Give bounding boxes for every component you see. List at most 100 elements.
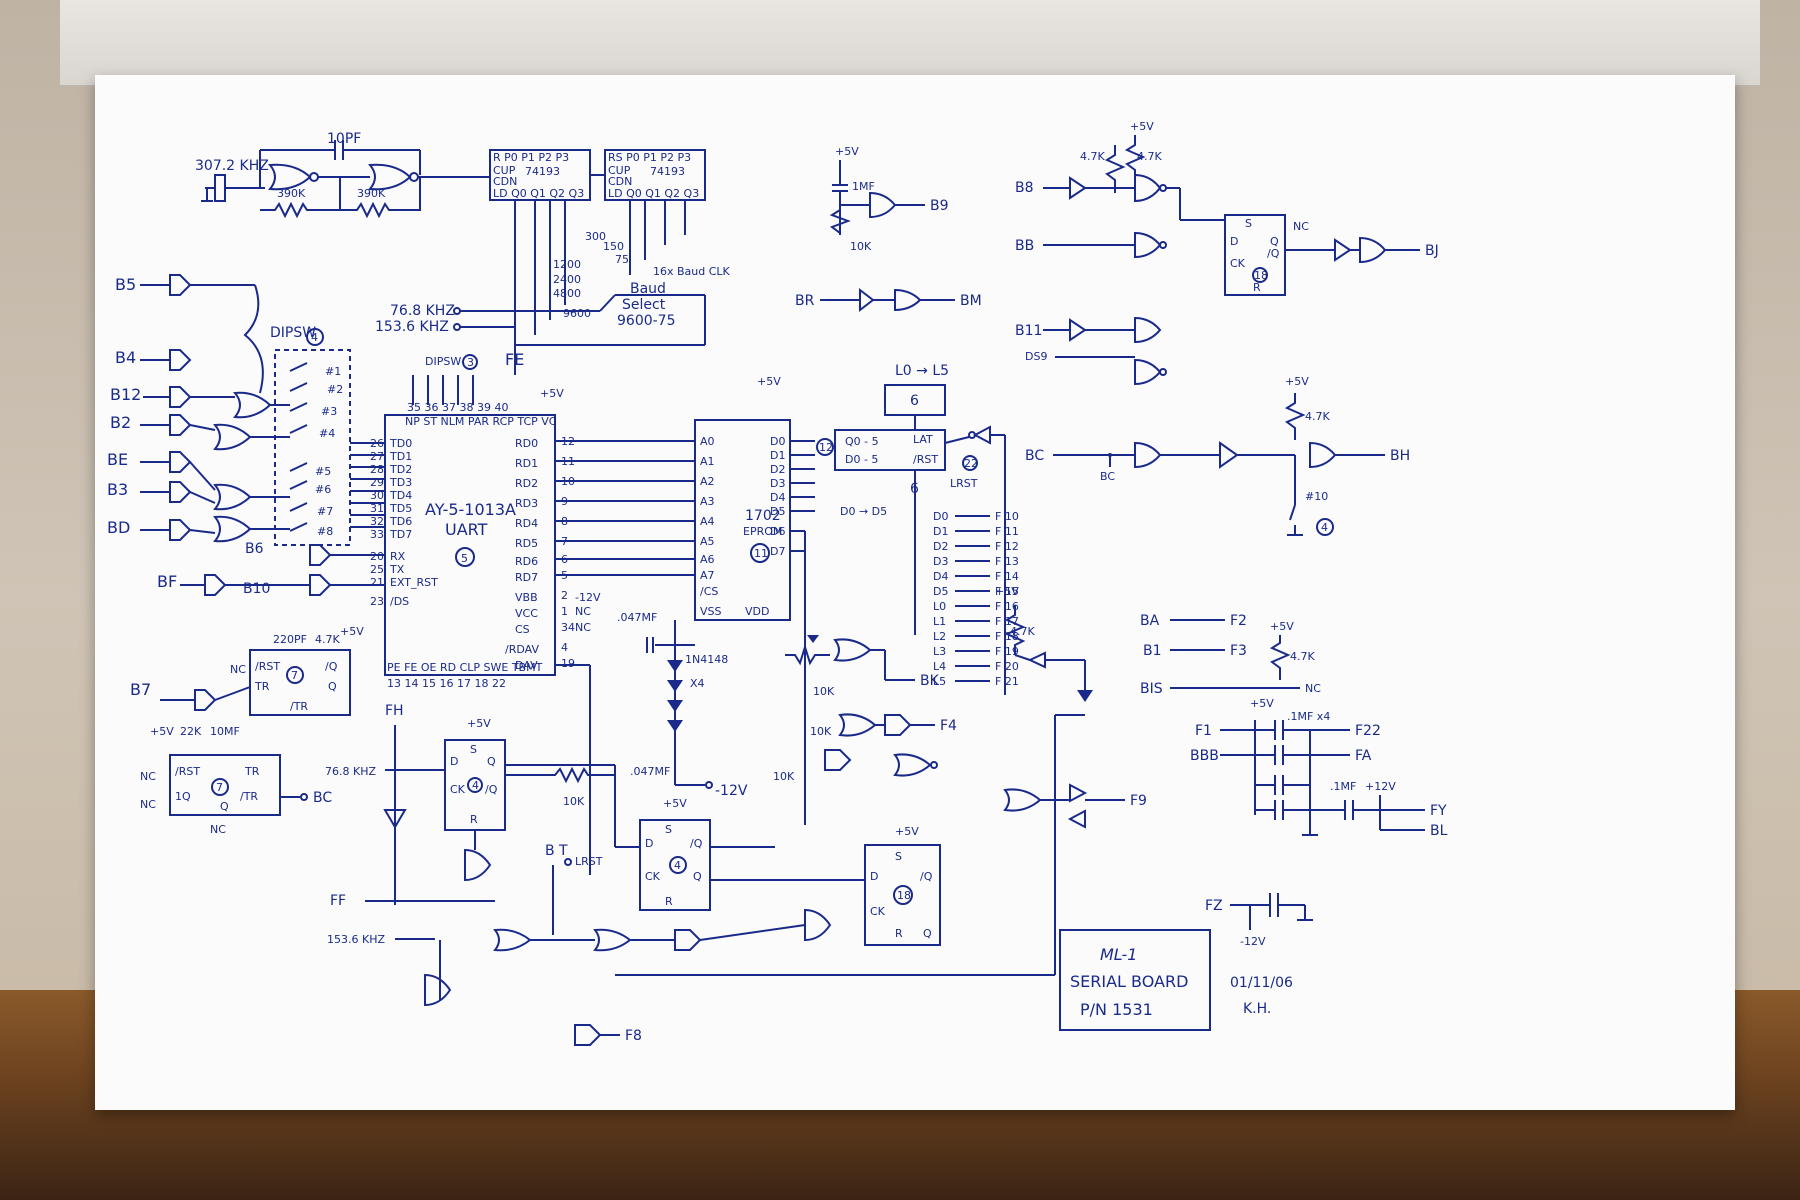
and-bm-icon: [894, 288, 922, 312]
latch-lat: LAT: [913, 433, 933, 446]
mid-r1: 10K: [813, 685, 835, 698]
os2-num: 7: [216, 781, 223, 794]
buffer-bj-icon: [1334, 238, 1352, 262]
resistor-tr2-icon: [1104, 145, 1126, 193]
caps-x4: .1MF x4: [1287, 710, 1330, 723]
diode-f9-icon: [1077, 690, 1093, 702]
br-r: 4.7K: [1290, 650, 1315, 663]
sw-5: #5: [315, 465, 331, 478]
ff3-num: 18: [897, 889, 911, 902]
f22-label: F22: [1355, 723, 1381, 739]
nand-tr2-icon: [1134, 231, 1162, 259]
latch-dbus: D0 → D5: [840, 505, 887, 518]
top-mid-section: +5V 1MF 10K B9 BR BM: [795, 145, 982, 313]
baud-label-1: Baud: [630, 281, 666, 297]
clk-1536: 153.6 KHZ: [327, 933, 385, 946]
sw10-num: 4: [1321, 521, 1328, 534]
tr-r2: 4.7K: [1137, 150, 1162, 163]
resistor-icon: [260, 201, 340, 219]
f21-label: F 21: [995, 675, 1019, 688]
eprom-d6: D6: [770, 525, 785, 538]
title-part: P/N 1531: [1080, 1000, 1153, 1019]
nand-ff-icon: [493, 928, 532, 952]
latch-chip: [834, 429, 946, 471]
eprom-cap-2: .047MF: [630, 765, 670, 778]
ff3-pin-r: R: [895, 927, 903, 940]
resistor-ff-icon: [505, 766, 615, 784]
counter1-type: 74193: [525, 165, 560, 178]
counter2-cup: CUP: [608, 164, 631, 177]
uart-pin-rd7: RD7: [515, 571, 538, 584]
bh-r: 4.7K: [1305, 410, 1330, 423]
eprom-a3: A3: [700, 495, 715, 508]
oneshot-chip-1: [249, 649, 351, 716]
nand-gate-2-icon: [893, 753, 932, 777]
inverter-icon-6: [169, 481, 192, 503]
os1-rst: /RST: [255, 660, 280, 673]
uart-sub: UART: [445, 520, 488, 539]
trff-s: S: [1245, 217, 1252, 230]
nor-gate-b-icon: [213, 423, 252, 451]
inverter-fh-icon: [383, 809, 407, 829]
eprom-a2: A2: [700, 475, 715, 488]
ff1-num: 4: [472, 779, 479, 792]
uart-pin-rd6: RD6: [515, 555, 538, 568]
resistor-mid-icon: [785, 643, 830, 666]
signal-b7: B7: [130, 680, 151, 699]
uart-rnum-19: 19: [561, 657, 575, 670]
os2-nc-2: NC: [140, 798, 156, 811]
trff-q: Q: [1270, 235, 1279, 248]
osc-freq-label: 307.2 KHZ: [195, 158, 269, 174]
output-bus-section: D0 D1 D2 D3 D4 D5 L0 L1 L2 L3 L4 L5: [914, 500, 1019, 688]
os2-q: Q: [220, 800, 229, 813]
link-ba: BA: [1140, 613, 1160, 629]
ff3-pin-q: Q: [923, 927, 932, 940]
eprom-neg: -12V: [715, 783, 748, 799]
uart-section: NP ST NLM PAR RCP TCP VC 35 36 37 38 39 …: [370, 387, 695, 875]
uart-pin-td5: TD5: [389, 502, 412, 515]
ff3-pin-s: S: [895, 850, 902, 863]
os-pwr: +5V: [340, 625, 364, 638]
counter1-top-pins: R P0 P1 P2 P3: [493, 151, 569, 164]
os2-nc-1: NC: [140, 770, 156, 783]
sw-2: #2: [327, 383, 343, 396]
uart-pin-rd5: RD5: [515, 537, 538, 550]
buffer-br-icon: [859, 287, 875, 313]
uart-pin-td7: TD7: [389, 528, 412, 541]
f12-label: F 12: [995, 540, 1019, 553]
tm-res: 10K: [850, 240, 872, 253]
eprom-sub: EPROM: [743, 525, 782, 538]
counter1-cup: CUP: [493, 164, 516, 177]
nor-gate-icon: [267, 163, 312, 191]
dipsw-num: 4: [311, 331, 318, 344]
os2-pwr: +5V: [150, 725, 174, 738]
uart-pin-rd2: RD2: [515, 477, 538, 490]
fe-label: FE: [505, 350, 524, 369]
mid-r2: 10K: [810, 725, 832, 738]
baud-rate-2400: 2400: [553, 273, 581, 286]
uart-top-nums: 35 36 37 38 39 40: [407, 401, 508, 414]
latch-q: Q0 - 5: [845, 435, 879, 448]
out-d3: D3: [933, 555, 948, 568]
osc-cap-label: 10PF: [327, 131, 361, 147]
bh-pwr: +5V: [1285, 375, 1309, 388]
uart-rnum-4: 4: [561, 641, 568, 654]
uart-pin-extrst: EXT_RST: [390, 576, 438, 589]
os2-nc-3: NC: [210, 823, 226, 836]
inverter-icon-3: [169, 386, 192, 408]
osc-r1-label: 390K: [277, 187, 306, 200]
fy-label: FY: [1430, 803, 1447, 819]
eprom-vdd: VDD: [745, 605, 769, 618]
ff3-pin-nq: /Q: [920, 870, 933, 883]
bis-label: BIS: [1140, 681, 1163, 697]
baud-rate-300: 300: [585, 230, 606, 243]
diode-icon: [667, 660, 683, 672]
bb-label: BB: [1015, 238, 1034, 254]
eprom-a0: A0: [700, 435, 715, 448]
ff1-pin-s: S: [470, 743, 477, 756]
inverter-f4-icon: [884, 714, 912, 736]
out-l4: L4: [933, 660, 946, 673]
inverter-bf-icon: [204, 574, 227, 596]
diode-icon-4: [667, 720, 683, 732]
inverter-icon-5: [169, 451, 192, 473]
